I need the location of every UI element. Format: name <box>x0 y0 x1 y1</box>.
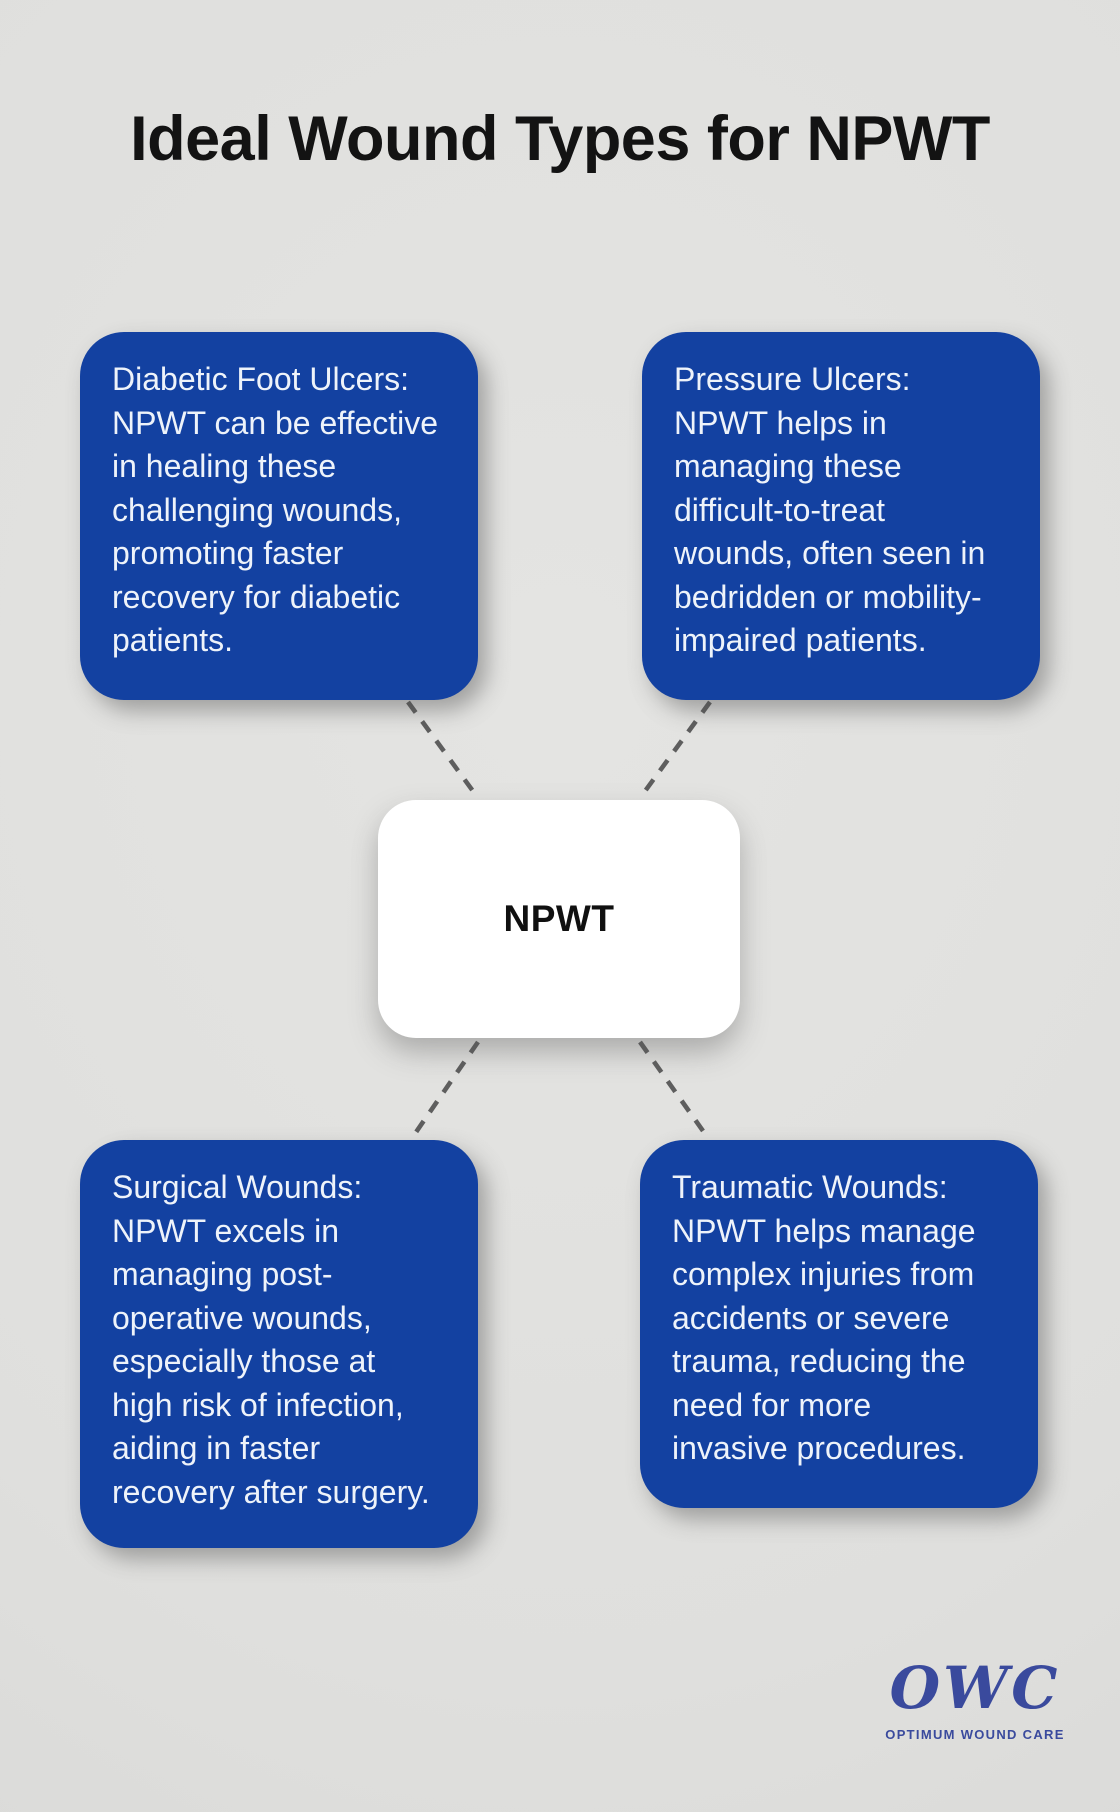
connector-bottom-left <box>410 1040 480 1140</box>
card-pressure-ulcers-text: Pressure Ulcers: NPWT helps in managing … <box>674 361 986 658</box>
card-traumatic-wounds-text: Traumatic Wounds: NPWT helps manage comp… <box>672 1169 976 1466</box>
center-node-npwt: NPWT <box>378 800 740 1038</box>
page-title: Ideal Wound Types for NPWT <box>130 104 990 174</box>
brand-logo: OWC OPTIMUM WOUND CARE <box>862 1652 1088 1742</box>
logo-owc-script: OWC <box>889 1654 1061 1722</box>
connector-top-left <box>406 700 480 800</box>
card-pressure-ulcers: Pressure Ulcers: NPWT helps in managing … <box>642 332 1040 700</box>
connector-top-right <box>638 700 712 800</box>
card-traumatic-wounds: Traumatic Wounds: NPWT helps manage comp… <box>640 1140 1038 1508</box>
card-diabetic-foot-ulcers-text: Diabetic Foot Ulcers: NPWT can be effect… <box>112 361 439 658</box>
card-diabetic-foot-ulcers: Diabetic Foot Ulcers: NPWT can be effect… <box>80 332 478 700</box>
logo-company-name: OPTIMUM WOUND CARE <box>885 1726 1065 1742</box>
connector-bottom-right <box>638 1040 710 1140</box>
card-surgical-wounds: Surgical Wounds: NPWT excels in managing… <box>80 1140 478 1548</box>
card-surgical-wounds-text: Surgical Wounds: NPWT excels in managing… <box>112 1169 430 1510</box>
center-node-label: NPWT <box>503 898 615 939</box>
